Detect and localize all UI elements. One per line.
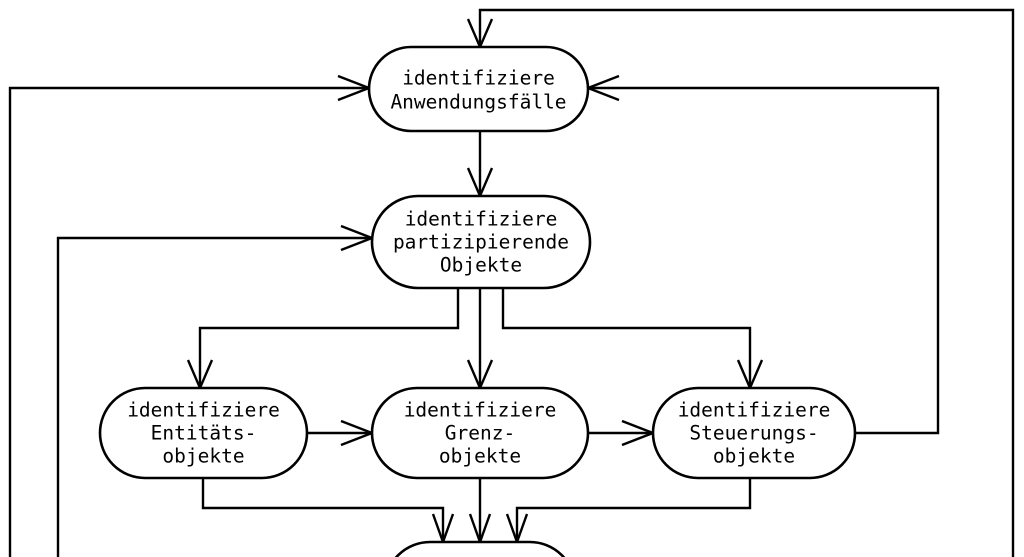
node-label-anwendungsfaelle-line1: identifiziere bbox=[402, 67, 555, 90]
edge-partizipierende-to-steuerungsobjekte bbox=[501, 288, 752, 388]
node-label-grenzobjekte-line1: identifiziere bbox=[404, 399, 557, 422]
edge-left-feedback-outer-to-anwendungsfaelle bbox=[8, 86, 369, 557]
node-identifiziere-steuerungsobjekte[interactable]: identifiziere Steuerungs- objekte bbox=[651, 386, 857, 480]
edges-layer bbox=[8, 8, 1015, 557]
nodes-layer: identifiziere Anwendungsfälle identifizi… bbox=[98, 45, 857, 557]
node-bottom-node-cropped[interactable] bbox=[385, 540, 575, 557]
node-label-entitaetsobjekte-line2: Entitäts- bbox=[151, 422, 257, 445]
edge-steuerungsobjekte-to-bottom-node bbox=[515, 478, 752, 542]
edge-left-feedback-inner-to-partizipierende bbox=[56, 236, 372, 557]
edge-steuerungsobjekte-feedback-to-anwendungsfaelle bbox=[588, 86, 940, 435]
node-label-anwendungsfaelle-line2: Anwendungsfälle bbox=[390, 91, 566, 114]
node-identifiziere-entitaetsobjekte[interactable]: identifiziere Entitäts- objekte bbox=[98, 386, 309, 480]
node-label-partizipierende-line3: Objekte bbox=[440, 254, 522, 277]
node-label-grenzobjekte-line3: objekte bbox=[439, 445, 521, 468]
node-label-entitaetsobjekte-line3: objekte bbox=[162, 445, 244, 468]
node-identifiziere-grenzobjekte[interactable]: identifiziere Grenz- objekte bbox=[370, 386, 590, 480]
edge-partizipierende-to-entitaetsobjekte bbox=[198, 288, 460, 388]
edge-entitaetsobjekte-to-bottom-node bbox=[201, 478, 445, 542]
node-label-grenzobjekte-line2: Grenz- bbox=[445, 422, 515, 445]
node-label-steuerungsobjekte-line2: Steuerungs- bbox=[689, 422, 818, 445]
node-label-steuerungsobjekte-line3: objekte bbox=[713, 445, 795, 468]
edge-right-feedback-top-to-anwendungsfaelle bbox=[478, 8, 1015, 557]
node-label-partizipierende-line2: partizipierende bbox=[393, 231, 569, 254]
node-identifiziere-anwendungsfaelle[interactable]: identifiziere Anwendungsfälle bbox=[367, 45, 590, 133]
node-label-partizipierende-line1: identifiziere bbox=[405, 208, 558, 231]
node-label-steuerungsobjekte-line1: identifiziere bbox=[678, 399, 831, 422]
node-identifiziere-partizipierende-objekte[interactable]: identifiziere partizipierende Objekte bbox=[370, 194, 592, 290]
node-label-entitaetsobjekte-line1: identifiziere bbox=[127, 399, 280, 422]
